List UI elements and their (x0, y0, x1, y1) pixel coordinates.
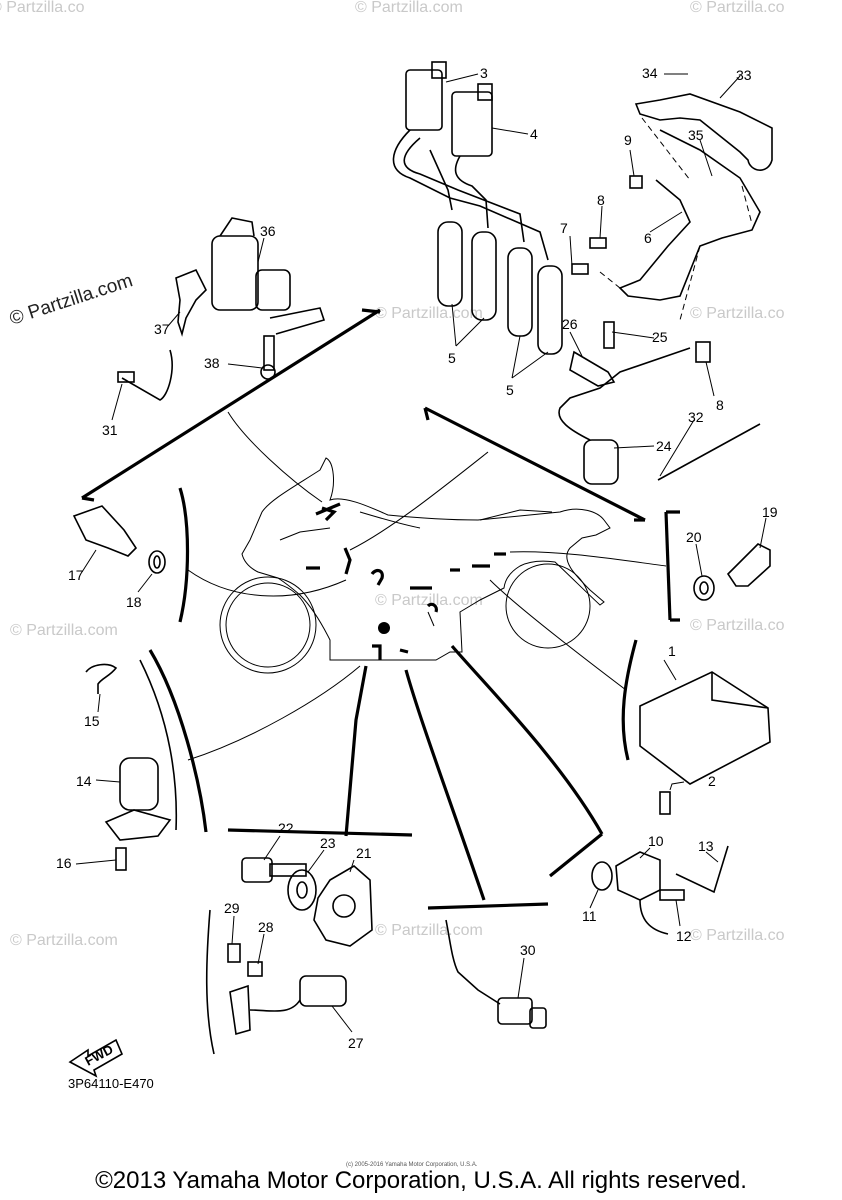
rotor-assembly (241, 857, 373, 947)
callout-38: 38 (204, 355, 220, 371)
callout-17: 17 (68, 567, 84, 583)
callout-9: 9 (624, 132, 632, 148)
watermark: © Partzilla.co (690, 617, 785, 634)
callout-30: 30 (520, 942, 536, 958)
fine-print: (c) 2005-2016 Yamaha Motor Corporation, … (346, 1162, 478, 1168)
callout-8: 8 (716, 397, 724, 413)
callout-5: 5 (448, 350, 456, 366)
callout-numbers: 3 4 5 5 6 7 8 8 9 10 11 12 13 14 15 16 1… (56, 65, 778, 1051)
callout-4: 4 (530, 126, 538, 142)
watermark: © Partzilla.co (690, 0, 785, 16)
callout-37: 37 (154, 321, 170, 337)
callout-27: 27 (348, 1035, 364, 1051)
watermark: © Partzilla.co (690, 305, 785, 322)
watermark: © Partzilla.com (355, 0, 463, 16)
callout-16: 16 (56, 855, 72, 871)
sensor-19 (693, 543, 771, 601)
leader-lines (75, 73, 767, 1033)
callout-28: 28 (258, 919, 274, 935)
ignition-coil-assembly (392, 61, 563, 355)
servo-motor (85, 659, 178, 871)
callout-10: 10 (648, 833, 664, 849)
watermark: © Partzilla.com (10, 622, 118, 639)
callout-36: 36 (260, 223, 276, 239)
ecu (639, 671, 771, 815)
callout-14: 14 (76, 773, 92, 789)
callout-33: 33 (736, 67, 752, 83)
sensor-24 (558, 347, 761, 485)
callout-20: 20 (686, 529, 702, 545)
fwd-label: FWD (82, 1042, 115, 1069)
callout-3: 3 (480, 65, 488, 81)
motorcycle-outline (219, 457, 611, 674)
callout-6: 6 (644, 230, 652, 246)
watermark: © Partzilla.com (375, 922, 483, 939)
callout-25: 25 (652, 329, 668, 345)
watermark: © Partzilla.com (375, 305, 483, 322)
crank-sensor (205, 909, 347, 1055)
callout-24: 24 (656, 438, 672, 454)
callout-35: 35 (688, 127, 704, 143)
callout-12: 12 (676, 928, 692, 944)
callout-29: 29 (224, 900, 240, 916)
connector-lines (81, 308, 680, 910)
callout-26: 26 (562, 316, 578, 332)
callout-7: 7 (560, 220, 568, 236)
callout-13: 13 (698, 838, 714, 854)
callout-11: 11 (582, 908, 597, 924)
callout-15: 15 (84, 713, 100, 729)
diagram-code: 3P64110-E470 (68, 1076, 154, 1091)
watermark: © Partzilla.com (10, 932, 118, 949)
callout-32: 32 (688, 409, 704, 425)
callout-8: 8 (597, 192, 605, 208)
watermark: © Partzilla.co (0, 0, 85, 16)
callout-19: 19 (762, 504, 778, 520)
o2-sensor (445, 919, 547, 1029)
watermark: © Partzilla.co (690, 927, 785, 944)
temp-sensor (72, 505, 166, 574)
callout-2: 2 (708, 773, 716, 789)
watermark: © Partzilla.com (375, 592, 483, 609)
main-switch (117, 217, 326, 401)
callout-23: 23 (320, 835, 336, 851)
callout-21: 21 (356, 845, 372, 861)
watermark-main: © Partzilla.com (7, 270, 135, 330)
callout-5: 5 (506, 382, 514, 398)
fwd-arrow-icon: FWD (68, 1038, 124, 1078)
callout-22: 22 (278, 820, 294, 836)
callout-1: 1 (668, 643, 676, 659)
copyright-notice: ©2013 Yamaha Motor Corporation, U.S.A. A… (95, 1167, 747, 1194)
callout-18: 18 (126, 594, 142, 610)
throttle-sensor (591, 845, 729, 935)
callout-31: 31 (102, 422, 118, 438)
coil-bracket (571, 93, 773, 363)
callout-34: 34 (642, 65, 658, 81)
